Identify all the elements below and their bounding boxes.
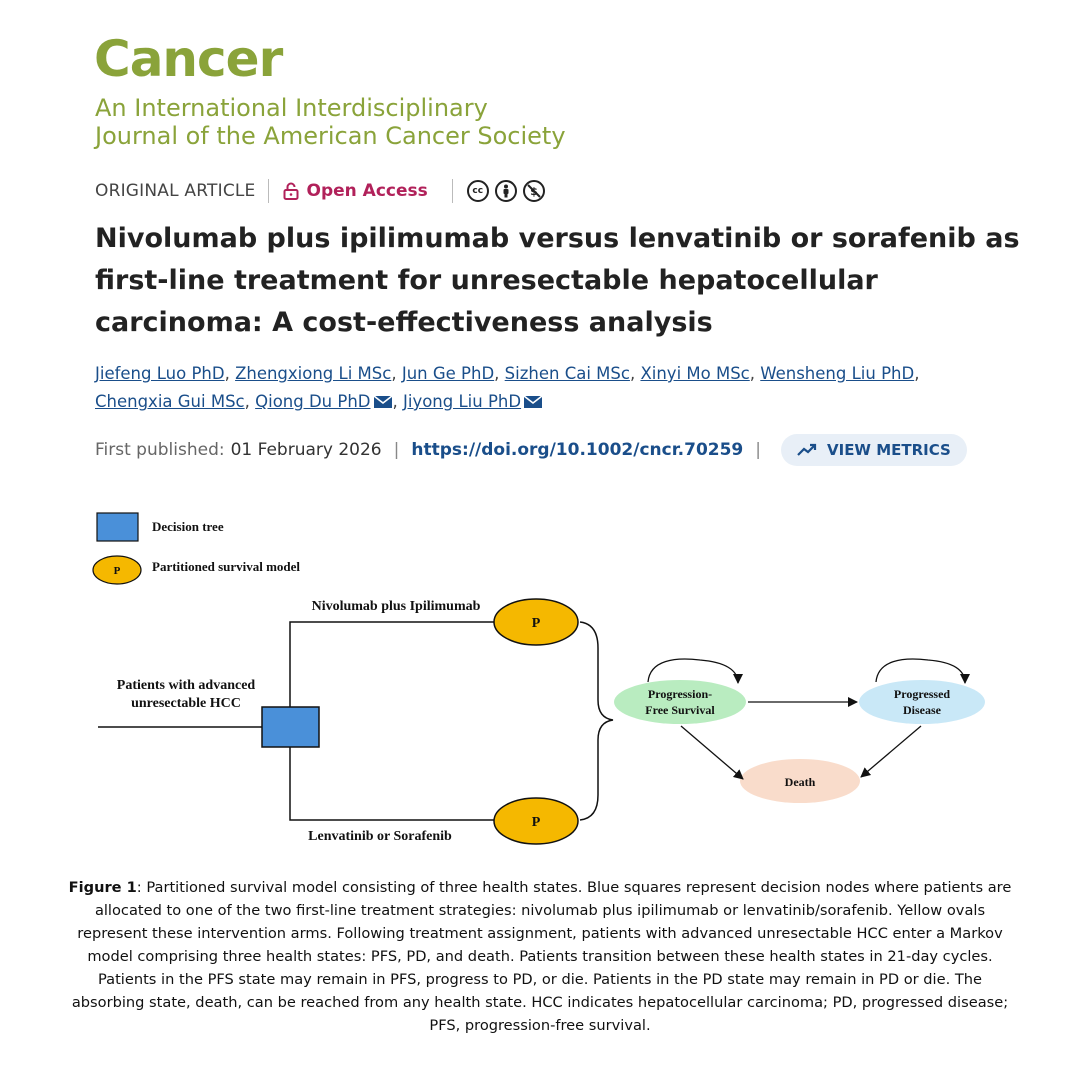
legend-p-oval xyxy=(92,555,142,585)
article-title: Nivolumab plus ipilimumab versus lenvati… xyxy=(95,223,1020,338)
article-type-label: ORIGINAL ARTICLE xyxy=(95,181,256,201)
pd-state xyxy=(859,680,985,724)
figure-label: Figure 1 xyxy=(68,879,137,896)
curly-brace xyxy=(579,621,614,821)
license-icons[interactable]: cc $ xyxy=(466,180,545,202)
legend-decision-label: Decision tree xyxy=(152,519,224,534)
noncommercial-icon: $ xyxy=(522,180,545,202)
figure-caption-text: : Partitioned survival model consisting … xyxy=(71,879,1012,1034)
journal-subtitle-line1: An International Interdisciplinary xyxy=(95,94,488,122)
legend-partitioned-label: Partitioned survival model xyxy=(152,559,300,574)
author-link[interactable]: Xinyi Mo MSc xyxy=(640,364,750,383)
publication-date: 01 February 2026 xyxy=(230,440,382,460)
divider xyxy=(451,179,453,203)
branch-bottom xyxy=(289,747,494,821)
author-link[interactable]: Jiyong Liu PhD xyxy=(403,392,522,411)
figure-caption: Figure 1: Partitioned survival model con… xyxy=(60,876,1020,1037)
branch-top xyxy=(289,621,494,707)
p-node-top xyxy=(493,598,579,646)
figure-diagram: Decision tree P Partitioned survival mod… xyxy=(92,512,985,845)
pd-label-line1: Progressed xyxy=(894,687,951,701)
trending-up-icon xyxy=(797,443,817,456)
envelope-icon[interactable] xyxy=(373,395,393,409)
divider xyxy=(267,179,269,203)
patients-label-line2: unresectable HCC xyxy=(131,696,241,711)
journal-name: Cancer xyxy=(94,30,283,88)
author-link[interactable]: Zhengxiong Li MSc xyxy=(235,364,392,383)
death-state xyxy=(740,759,860,803)
pfs-label-line2: Free Survival xyxy=(645,703,715,717)
pfs-self-loop xyxy=(647,658,743,684)
author-link[interactable]: Qiong Du PhD xyxy=(255,392,371,411)
arm-top-label: Nivolumab plus Ipilimumab xyxy=(312,599,481,614)
decision-node xyxy=(261,706,320,748)
divider: | xyxy=(393,440,400,460)
author-link[interactable]: Wensheng Liu PhD xyxy=(760,364,915,383)
author-link[interactable]: Jiefeng Luo PhD xyxy=(95,364,225,383)
pd-label-line2: Disease xyxy=(903,703,942,717)
p-node-bottom-label: P xyxy=(532,815,541,830)
open-access-badge[interactable]: Open Access xyxy=(283,181,428,201)
view-metrics-label: VIEW METRICS xyxy=(827,441,951,459)
divider: | xyxy=(755,440,761,460)
lock-open-icon xyxy=(283,182,298,200)
p-node-bottom xyxy=(493,797,579,845)
journal-subtitle-line2: Journal of the American Cancer Society xyxy=(95,122,566,150)
envelope-icon[interactable] xyxy=(523,395,543,409)
article-meta-row: ORIGINAL ARTICLE Open Access cc $ xyxy=(95,176,545,206)
author-link[interactable]: Jun Ge PhD xyxy=(401,364,495,383)
legend-decision-square xyxy=(96,512,139,542)
view-metrics-button[interactable]: VIEW METRICS xyxy=(781,434,967,466)
patients-label-line1: Patients with advanced xyxy=(117,678,256,693)
doi-link[interactable]: https://doi.org/10.1002/cncr.70259 xyxy=(411,440,744,460)
first-published-label: First published: xyxy=(95,440,225,460)
attribution-icon xyxy=(494,180,517,202)
publication-row: First published: 01 February 2026 | http… xyxy=(95,434,967,466)
pfs-label-line1: Progression- xyxy=(648,687,712,701)
cc-icon: cc xyxy=(466,180,489,202)
pd-to-death-arrow xyxy=(860,725,922,778)
legend-p-label: P xyxy=(114,565,121,577)
death-label: Death xyxy=(785,775,816,789)
pfs-to-death-arrow xyxy=(680,725,744,780)
author-link[interactable]: Sizhen Cai MSc xyxy=(504,364,630,383)
pd-self-loop xyxy=(875,658,970,684)
arm-bottom-label: Lenvatinib or Sorafenib xyxy=(308,829,452,844)
open-access-label: Open Access xyxy=(306,181,428,201)
pfs-state xyxy=(614,680,746,724)
author-link[interactable]: Chengxia Gui MSc xyxy=(95,392,245,411)
p-node-top-label: P xyxy=(532,616,541,631)
author-list: Jiefeng Luo PhD, Zhengxiong Li MSc, Jun … xyxy=(95,364,920,411)
